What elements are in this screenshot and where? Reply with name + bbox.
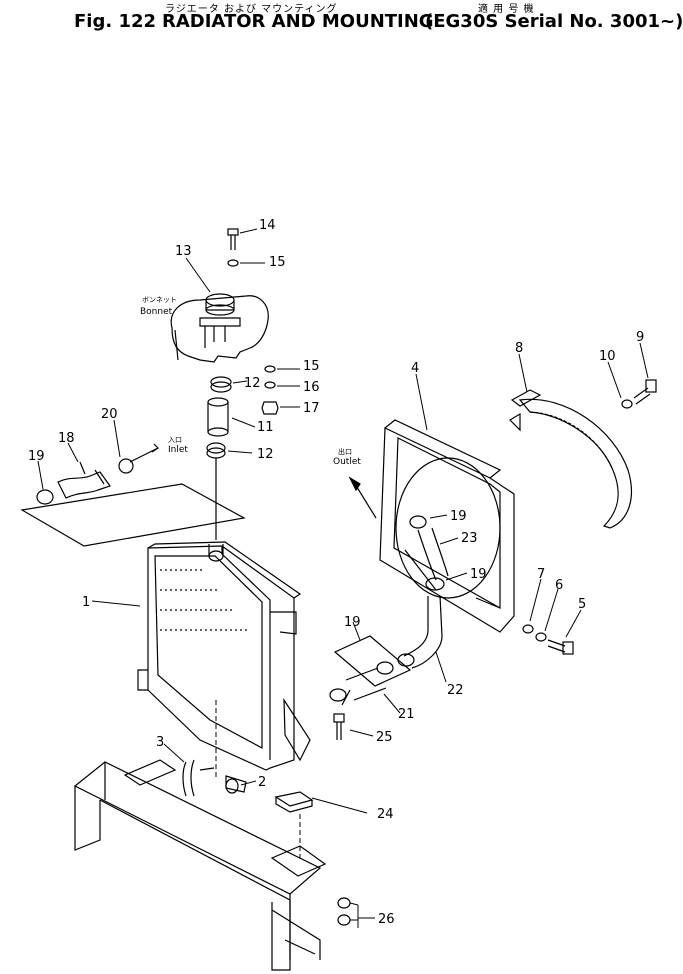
callout-5: 5 <box>578 597 586 612</box>
bolt-9 <box>633 379 657 405</box>
callout-13: 13 <box>175 244 192 259</box>
outlet-arrow <box>348 476 377 519</box>
washer-15 <box>264 365 276 373</box>
callout-24: 24 <box>377 807 394 822</box>
callout-7: 7 <box>537 567 545 582</box>
fan-guard <box>509 389 632 529</box>
hose-22 <box>397 595 443 669</box>
callout-6: 6 <box>555 578 563 593</box>
callout-10: 10 <box>599 349 616 364</box>
callout-4: 4 <box>411 361 419 376</box>
leader-lines <box>37 228 649 928</box>
exploded-parts-diagram: 14 15 13 15 16 17 12 11 12 20 18 19 1 4 … <box>20 218 657 971</box>
nut-17 <box>261 401 279 415</box>
bolt-25 <box>333 713 345 740</box>
bonnet-outline <box>170 295 269 363</box>
callout-19-shroud: 19 <box>470 567 487 582</box>
callout-16: 16 <box>303 380 320 395</box>
japanese-title: ラジエータ および マウンティング <box>165 4 338 15</box>
callout-22: 22 <box>447 683 464 698</box>
callout-17: 17 <box>303 401 320 416</box>
outlet-jp-label: 出口 <box>338 447 352 456</box>
mounting-frame <box>73 759 327 971</box>
outlet-label: Outlet <box>333 457 361 467</box>
callout-11: 11 <box>257 420 274 435</box>
inlet-hose-assembly <box>20 443 246 547</box>
callout-14: 14 <box>259 218 276 233</box>
hose-23 <box>409 515 449 581</box>
callout-26: 26 <box>378 912 395 927</box>
bolt-14 <box>227 228 239 250</box>
washer-7 <box>522 624 534 634</box>
cushion-24 <box>274 791 314 813</box>
callout-25: 25 <box>376 730 393 745</box>
callout-2: 2 <box>258 775 266 790</box>
model-range: (EG30S Serial No. 3001~) <box>425 11 683 32</box>
radiator-shroud <box>379 419 515 633</box>
callout-19-inlet: 19 <box>28 449 45 464</box>
inlet-jp-label: 入口 <box>168 436 182 444</box>
washer-6 <box>535 632 547 642</box>
washer-10 <box>621 399 633 409</box>
callout-20: 20 <box>101 407 118 422</box>
callout-15-top: 15 <box>269 255 286 270</box>
figure-header: ラジエータ および マウンティング 適 用 号 機 Fig. 122 RADIA… <box>0 0 683 40</box>
washer-15-top <box>227 259 239 267</box>
hose-clamp-19-lower <box>425 577 445 591</box>
callout-9: 9 <box>636 330 644 345</box>
hose-11 <box>207 397 229 437</box>
radiator-cap-assembly <box>199 293 241 348</box>
callout-18: 18 <box>58 431 75 446</box>
callout-23: 23 <box>461 531 478 546</box>
bolt-5 <box>547 639 574 655</box>
callout-19-outlet: 19 <box>450 509 467 524</box>
radiator-core <box>137 541 311 771</box>
washer-16 <box>264 381 276 389</box>
annotation-labels: ボンネット Bonnet 入口 Inlet 出口 Outlet <box>140 296 361 467</box>
callout-15: 15 <box>303 359 320 374</box>
callout-19-hose: 19 <box>344 615 361 630</box>
callout-1: 1 <box>82 595 90 610</box>
japanese-model-label: 適 用 号 機 <box>478 4 535 15</box>
callout-3: 3 <box>156 735 164 750</box>
figure-number: Fig. 122 <box>74 11 157 32</box>
nut-26 <box>337 897 351 926</box>
callout-12-lower: 12 <box>257 447 274 462</box>
callout-labels: 14 15 13 15 16 17 12 11 12 20 18 19 1 4 … <box>28 218 644 927</box>
callout-12-upper: 12 <box>244 376 261 391</box>
hose-clamp-12-lower <box>206 442 226 459</box>
inlet-label: Inlet <box>168 445 188 455</box>
hose-21-assembly <box>329 635 412 706</box>
hose-clamp-12-upper <box>210 376 232 393</box>
bonnet-jp-label: ボンネット <box>142 296 177 304</box>
callout-21: 21 <box>398 707 415 722</box>
drain-cock-2 <box>225 775 247 794</box>
figure-title: RADIATOR AND MOUNTING <box>162 11 434 32</box>
callout-8: 8 <box>515 341 523 356</box>
pipe-3 <box>182 759 215 797</box>
bonnet-label: Bonnet <box>140 307 173 317</box>
